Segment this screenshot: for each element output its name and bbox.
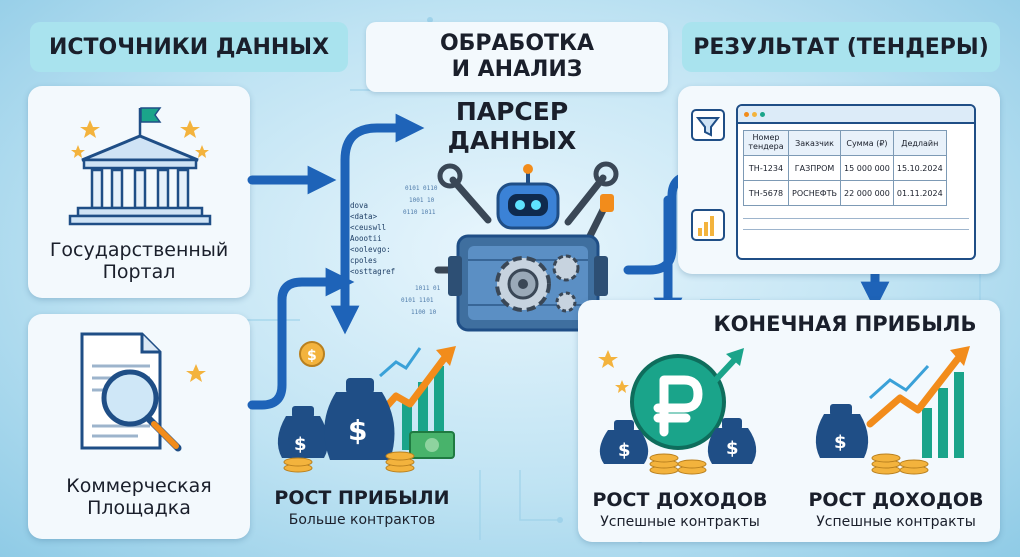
svg-text:$: $ [348,414,367,447]
svg-text:0101 1101: 0101 1101 [401,297,434,304]
ruble-money-bags-icon: $ $ [598,348,757,475]
svg-text:0101 0110: 0101 0110 [405,185,438,192]
tender-window-titlebar [738,106,974,124]
table-empty-row [743,218,969,229]
source-government-label: Государственный Портал [28,239,250,284]
table-row: TH-5678 РОСНЕФТЬ 22 000 000 01.11.2024 [743,180,947,206]
parser-title: ПАРСЕР ДАННЫХ [422,97,602,156]
source-government-line1: Государственный [49,239,229,261]
code-line: <osttagref [350,267,396,276]
arrow-to-parser [340,113,425,325]
svg-text:1011 01: 1011 01 [415,285,441,292]
header-processing: ОБРАБОТКА И АНАЛИЗ [366,22,668,92]
income-block-1: РОСТ ДОХОДОВ Успешные контракты [580,489,780,530]
table-cell: TH-5678 [743,180,789,206]
table-cell: TH-1234 [743,155,789,181]
svg-text:$: $ [294,434,307,455]
filter-icon [695,117,721,137]
svg-text:1001 10: 1001 10 [409,197,435,204]
source-commercial-line1: Коммерческая [66,475,212,497]
svg-text:$: $ [834,432,847,453]
header-sources: ИСТОЧНИКИ ДАННЫХ [30,22,348,72]
header-result: РЕЗУЛЬТАТ (ТЕНДЕРЫ) [682,22,1000,72]
profit-growth-block: РОСТ ПРИБЫЛИ Больше контрактов [262,487,462,528]
table-cell: РОСНЕФТЬ [787,180,842,206]
svg-text:$: $ [726,438,739,459]
document-magnifier-icon [80,332,206,452]
income-block-2: РОСТ ДОХОДОВ Успешные контракты [792,489,1000,530]
table-cell: 22 000 000 [840,180,894,206]
window-dot-icon [744,111,749,117]
source-government-line2: Портал [102,260,176,283]
svg-text:$: $ [618,440,631,461]
svg-text:1100 10: 1100 10 [411,309,437,316]
table-empty-row [743,229,969,240]
column-header: Номер тендера [743,130,789,156]
svg-text:$: $ [307,348,317,364]
profit-growth-title: РОСТ ПРИБЫЛИ [274,487,450,509]
income-2-title: РОСТ ДОХОДОВ [808,489,984,511]
result-side-icons [691,109,725,241]
arrow-commercial-up [247,267,355,410]
svg-text:0110 1011: 0110 1011 [403,209,436,216]
code-line: <ceuswll [350,223,387,232]
parser-title-line1: ПАРСЕР [455,97,569,126]
header-processing-line1: ОБРАБОТКА [439,30,595,56]
income-1-subtitle: Успешные контракты [600,513,760,530]
tender-table: Номер тендера Заказчик Сумма (₽) Дедлайн… [743,130,947,206]
source-commercial-line2: Площадка [87,496,191,519]
government-building-icon [68,107,212,226]
window-dot-icon [752,111,757,117]
code-line: dova [350,201,369,210]
code-line: <oolevgo: [350,245,391,254]
parser-title-line2: ДАННЫХ [447,125,577,155]
header-result-text: РЕЗУЛЬТАТ (ТЕНДЕРЫ) [693,34,989,60]
table-cell: 15.10.2024 [892,155,947,181]
profit-growth-icon: $ $ $ [277,341,456,473]
column-header: Заказчик [787,130,842,156]
tender-window: Номер тендера Заказчик Сумма (₽) Дедлайн… [736,104,976,260]
table-row: TH-1234 ГАЗПРОМ 15 000 000 15.10.2024 [743,155,947,181]
final-profit-title: КОНЕЧНАЯ ПРИБЫЛЬ [713,312,977,336]
tender-table-header: Номер тендера Заказчик Сумма (₽) Дедлайн [743,130,947,156]
header-processing-line2: И АНАЛИЗ [451,57,583,82]
code-line: Aoootii [350,234,382,243]
table-cell: ГАЗПРОМ [787,155,842,181]
column-header: Дедлайн [892,130,947,156]
code-stream: dova <data> <ceuswll Aoootii <oolevgo: c… [350,200,460,277]
income-2-subtitle: Успешные контракты [816,513,976,530]
source-commercial-label: Коммерческая Площадка [28,475,250,520]
table-cell: 15 000 000 [840,155,894,181]
header-sources-text: ИСТОЧНИКИ ДАННЫХ [48,34,330,60]
code-line: cpoles [350,256,378,265]
window-dot-icon [760,111,765,117]
income-1-title: РОСТ ДОХОДОВ [592,489,768,511]
binary-stream-decoration: 0101 0110 1001 10 0110 1011 1011 01 0101 11… [401,185,441,316]
table-cell: 01.11.2024 [892,180,947,206]
money-bags-growth-icon: $ [815,346,970,475]
code-line: <data> [350,212,378,221]
column-header: Сумма (₽) [840,130,894,156]
profit-growth-subtitle: Больше контрактов [288,511,436,528]
